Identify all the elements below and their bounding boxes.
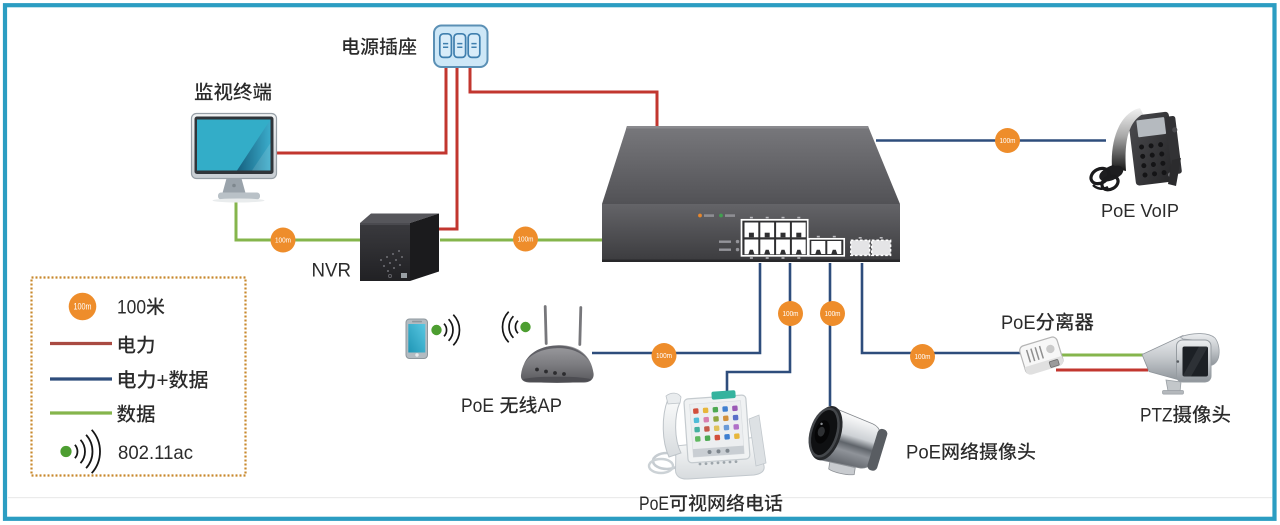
- svg-text:100: 100: [117, 298, 146, 319]
- svg-text:AP: AP: [538, 396, 563, 417]
- svg-text:100m: 100m: [74, 302, 92, 312]
- svg-text:802.11ac: 802.11ac: [118, 442, 193, 464]
- svg-text:NVR: NVR: [312, 261, 352, 282]
- svg-text:100m: 100m: [1000, 136, 1016, 145]
- svg-text:100m: 100m: [656, 351, 672, 360]
- svg-text:PoE: PoE: [1001, 312, 1036, 334]
- svg-text:+: +: [157, 370, 169, 392]
- svg-text:100m: 100m: [915, 352, 931, 361]
- svg-text:PoE: PoE: [906, 443, 941, 464]
- svg-text:100m: 100m: [275, 236, 291, 245]
- svg-text:100m: 100m: [783, 309, 799, 318]
- svg-text:PoE: PoE: [461, 396, 494, 417]
- svg-text:PoE VoIP: PoE VoIP: [1101, 200, 1179, 221]
- svg-text:PTZ: PTZ: [1140, 405, 1173, 427]
- svg-text:100m: 100m: [825, 309, 841, 318]
- svg-text:PoE: PoE: [639, 494, 669, 515]
- svg-text:100m: 100m: [518, 235, 534, 244]
